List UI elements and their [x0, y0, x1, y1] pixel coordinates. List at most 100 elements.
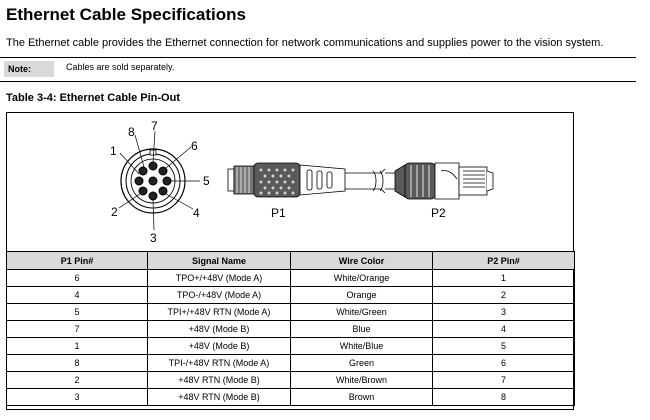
cell-signal-name: +48V (Mode B)	[147, 337, 291, 355]
cell-signal-name: +48V RTN (Mode B)	[147, 371, 291, 389]
table-row: 8 TPI-/+48V RTN (Mode A) Green 6	[6, 354, 575, 372]
cell-p1-pin: 8	[6, 354, 148, 372]
p1-strain-ribs	[306, 169, 333, 191]
cell-p1-pin: 1	[6, 337, 148, 355]
pin-6	[158, 166, 168, 176]
table-row: 2 +48V RTN (Mode B) White/Brown 7	[6, 371, 575, 389]
header-p2-pin: P2 Pin#	[432, 251, 575, 270]
cell-wire-color: White/Blue	[290, 337, 433, 355]
connector-pins	[134, 161, 172, 201]
rj45-tip	[486, 170, 494, 192]
cell-signal-name: TPI+/+48V RTN (Mode A)	[147, 303, 291, 321]
leader-8	[134, 134, 145, 168]
p1-strain-relief	[299, 164, 346, 196]
pin-label-6: 6	[191, 139, 198, 153]
intro-paragraph: The Ethernet cable provides the Ethernet…	[6, 37, 604, 49]
leader-3	[152, 199, 155, 231]
leader-7	[152, 130, 156, 163]
pin-label-7: 7	[151, 119, 158, 133]
pin-8	[138, 166, 148, 176]
leader-1	[119, 152, 140, 175]
cell-signal-name: +48V RTN (Mode B)	[147, 388, 291, 406]
header-p1-pin: P1 Pin#	[6, 251, 148, 270]
cell-p1-pin: 6	[6, 269, 148, 287]
pin-label-1: 1	[110, 144, 117, 158]
p1-label: P1	[271, 206, 286, 220]
leader-6	[165, 146, 192, 169]
pin-1	[134, 176, 144, 186]
table-row: 4 TPO-/+48V (Mode A) Orange 2	[6, 286, 575, 304]
pin-label-3: 3	[150, 231, 157, 245]
rj45-boot-ribs	[410, 165, 430, 197]
cell-wire-color: Brown	[290, 388, 433, 406]
p2-label: P2	[431, 206, 446, 220]
table-row: 5 TPI+/+48V RTN (Mode A) White/Green 3	[6, 303, 575, 321]
table-caption: Table 3-4: Ethernet Cable Pin-Out	[6, 92, 180, 104]
cell-p1-pin: 3	[6, 388, 148, 406]
cable	[345, 168, 395, 194]
note-label: Note:	[4, 61, 54, 77]
cell-p2-pin: 5	[432, 337, 575, 355]
rj45-body	[434, 162, 460, 200]
leader-4	[165, 193, 194, 210]
cable-break-2	[379, 170, 384, 192]
cable-break-1	[372, 170, 377, 192]
cell-p2-pin: 4	[432, 320, 575, 338]
pin-out-table: P1 Pin# Signal Name Wire Color P2 Pin# 6…	[6, 251, 575, 406]
table-row: 6 TPO+/+48V (Mode A) White/Orange 1	[6, 269, 575, 287]
rj45-latch-curve	[440, 170, 458, 180]
rj45-boot	[404, 162, 436, 200]
pin-label-4: 4	[193, 206, 200, 220]
table-row: 3 +48V RTN (Mode B) Brown 8	[6, 388, 575, 406]
cell-p2-pin: 1	[432, 269, 575, 287]
note-box: Note: Cables are sold separately.	[0, 57, 636, 82]
cell-wire-color: Orange	[290, 286, 433, 304]
cell-wire-color: Blue	[290, 320, 433, 338]
cell-p2-pin: 6	[432, 354, 575, 372]
cell-p1-pin: 4	[6, 286, 148, 304]
cell-p2-pin: 8	[432, 388, 575, 406]
cell-signal-name: TPI-/+48V RTN (Mode A)	[147, 354, 291, 372]
pin-leader-lines	[118, 130, 200, 231]
cell-signal-name: TPO-/+48V (Mode A)	[147, 286, 291, 304]
pin-3	[148, 191, 158, 201]
rj45-head	[458, 166, 488, 196]
header-signal-name: Signal Name	[147, 251, 291, 270]
thread-lines	[236, 167, 250, 193]
cell-p1-pin: 5	[6, 303, 148, 321]
table-row: 7 +48V (Mode B) Blue 4	[6, 320, 575, 338]
leader-2	[118, 193, 141, 209]
pin-7	[148, 161, 158, 171]
knurl-pattern	[259, 168, 295, 195]
pin-5	[162, 176, 172, 186]
cell-p2-pin: 2	[432, 286, 575, 304]
pin-label-8: 8	[128, 125, 135, 139]
cell-wire-color: White/Green	[290, 303, 433, 321]
table-row: 1 +48V (Mode B) White/Blue 5	[6, 337, 575, 355]
pin-label-5: 5	[203, 174, 210, 188]
header-wire-color: Wire Color	[290, 251, 433, 270]
connector-diagram: 1 2 3 4 5 6 7 8	[110, 119, 494, 245]
connector-key-notch	[149, 149, 157, 156]
note-text: Cables are sold separately.	[66, 62, 175, 72]
pin-center	[148, 176, 158, 186]
cell-wire-color: Green	[290, 354, 433, 372]
cell-p2-pin: 3	[432, 303, 575, 321]
pin-label-2: 2	[111, 205, 118, 219]
table-header-row: P1 Pin# Signal Name Wire Color P2 Pin#	[6, 251, 575, 270]
p1-m12-plug	[227, 162, 346, 198]
plug-face	[227, 168, 235, 192]
cell-signal-name: TPO+/+48V (Mode A)	[147, 269, 291, 287]
pin-4	[158, 186, 168, 196]
cell-signal-name: +48V (Mode B)	[147, 320, 291, 338]
cell-wire-color: White/Brown	[290, 371, 433, 389]
cell-p1-pin: 2	[6, 371, 148, 389]
cell-wire-color: White/Orange	[290, 269, 433, 287]
rj45-contacts	[463, 170, 485, 188]
page-title: Ethernet Cable Specifications	[6, 5, 246, 24]
cell-p1-pin: 7	[6, 320, 148, 338]
rj45-boot-tip	[394, 164, 406, 198]
cell-p2-pin: 7	[432, 371, 575, 389]
pin-2	[138, 186, 148, 196]
p2-rj45-plug	[394, 162, 494, 200]
